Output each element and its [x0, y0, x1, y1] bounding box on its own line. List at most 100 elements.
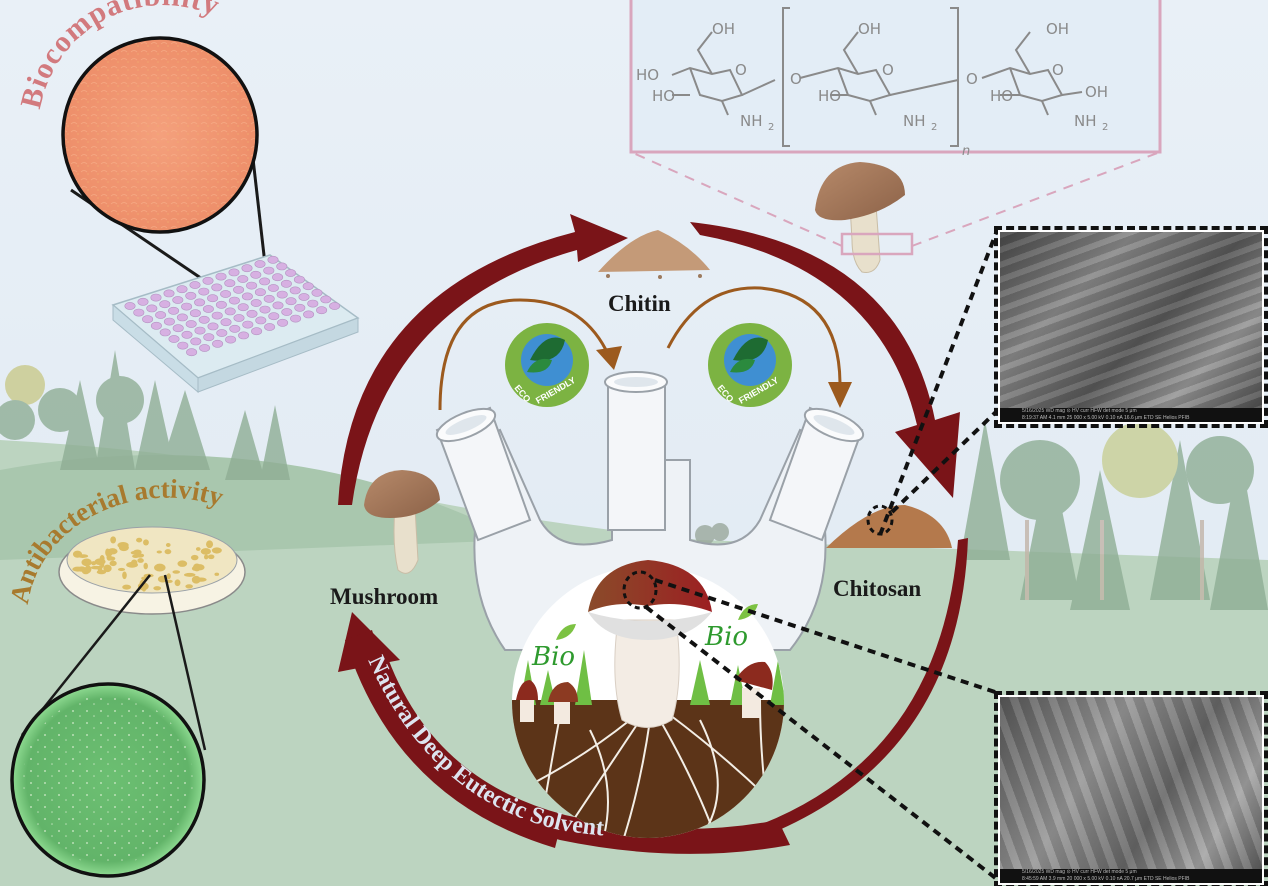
well	[281, 308, 293, 316]
colony	[72, 550, 83, 558]
well	[272, 301, 284, 310]
three-neck-flask	[435, 371, 865, 651]
colony	[157, 565, 162, 569]
oh-label: OH	[1046, 20, 1069, 38]
colony	[204, 554, 209, 560]
well	[124, 302, 136, 310]
well	[303, 310, 315, 319]
colony	[174, 579, 181, 587]
colony	[108, 556, 116, 561]
well	[137, 297, 149, 306]
well	[250, 270, 262, 279]
ho-label: HO	[636, 66, 659, 84]
well	[225, 335, 237, 344]
eco-friendly-badge: ECO FRIENDLY	[505, 323, 589, 407]
ho-label: HO	[990, 87, 1013, 105]
brown-arrows	[438, 286, 852, 411]
well	[194, 298, 206, 307]
sem-image-chitosan: 5/16/2025 WD mag ⊙ HV curr HFW det mode …	[994, 226, 1268, 428]
well	[233, 314, 245, 322]
colony	[81, 558, 92, 567]
well	[294, 303, 306, 312]
colony	[72, 566, 84, 572]
colony	[191, 575, 201, 584]
colony	[156, 550, 162, 554]
colony	[117, 567, 126, 572]
well	[172, 296, 184, 304]
well	[246, 309, 258, 318]
terminal-oh: OH	[1085, 83, 1108, 101]
well	[255, 316, 267, 325]
well	[185, 291, 197, 300]
well	[168, 335, 180, 343]
bio-label: Bio	[704, 622, 748, 652]
well	[246, 281, 258, 290]
well-plate	[111, 254, 360, 394]
ring-o: O	[735, 61, 747, 79]
colony	[143, 562, 148, 570]
eco-friendly-badge: ECO FRIENDLY	[708, 323, 792, 407]
colony	[190, 554, 199, 561]
well	[329, 302, 341, 310]
ring-o: O	[1052, 61, 1064, 79]
well	[203, 333, 215, 342]
well	[207, 294, 219, 303]
colony	[164, 549, 172, 555]
solvent-ribbon	[360, 650, 790, 854]
well	[212, 339, 224, 348]
glycosidic-o: O	[790, 70, 802, 88]
colony	[195, 547, 201, 551]
colony	[183, 572, 196, 577]
well	[311, 288, 323, 297]
colony	[126, 561, 138, 568]
mushroom-icon	[815, 162, 914, 273]
well	[289, 286, 301, 295]
zoom-lines-sem	[644, 227, 1000, 882]
well	[277, 318, 289, 327]
well	[220, 290, 232, 298]
well	[207, 322, 219, 331]
colony	[109, 560, 117, 567]
oh-label: OH	[712, 20, 735, 38]
ring-o: O	[882, 61, 894, 79]
forest-right	[960, 420, 1268, 610]
sem-info-line1: 5/16/2025 WD mag ⊙ HV curr HFW det mode …	[1022, 869, 1137, 875]
biocompatibility-panel: Biocompatibility	[14, 0, 360, 394]
well	[202, 276, 214, 285]
well	[186, 348, 198, 357]
well	[215, 272, 227, 281]
colony	[130, 550, 141, 555]
well	[194, 326, 206, 335]
well	[242, 320, 254, 329]
well	[190, 337, 202, 346]
well	[280, 279, 292, 288]
forest-left	[0, 350, 290, 480]
chitosan-label: Chitosan	[833, 576, 921, 601]
sub-2: 2	[931, 122, 937, 133]
well	[254, 260, 266, 268]
oh-label: OH	[858, 20, 881, 38]
colony	[110, 536, 117, 544]
well	[176, 313, 188, 322]
bio-label: Bio	[531, 642, 575, 672]
well	[263, 266, 275, 275]
well	[150, 293, 162, 302]
well	[238, 331, 250, 340]
ho-label: HO	[652, 87, 675, 105]
well	[198, 287, 210, 296]
zoom-lines-pink	[630, 151, 1161, 247]
well	[202, 305, 214, 313]
colony	[105, 548, 110, 557]
well	[181, 330, 193, 339]
well	[199, 344, 211, 352]
colony	[211, 547, 222, 554]
well	[290, 314, 302, 323]
well	[211, 283, 223, 292]
well	[250, 299, 262, 307]
glycosidic-o: O	[966, 70, 978, 88]
colony	[122, 584, 132, 590]
well	[159, 328, 171, 337]
well	[181, 302, 193, 311]
chitin-pile	[598, 230, 710, 279]
